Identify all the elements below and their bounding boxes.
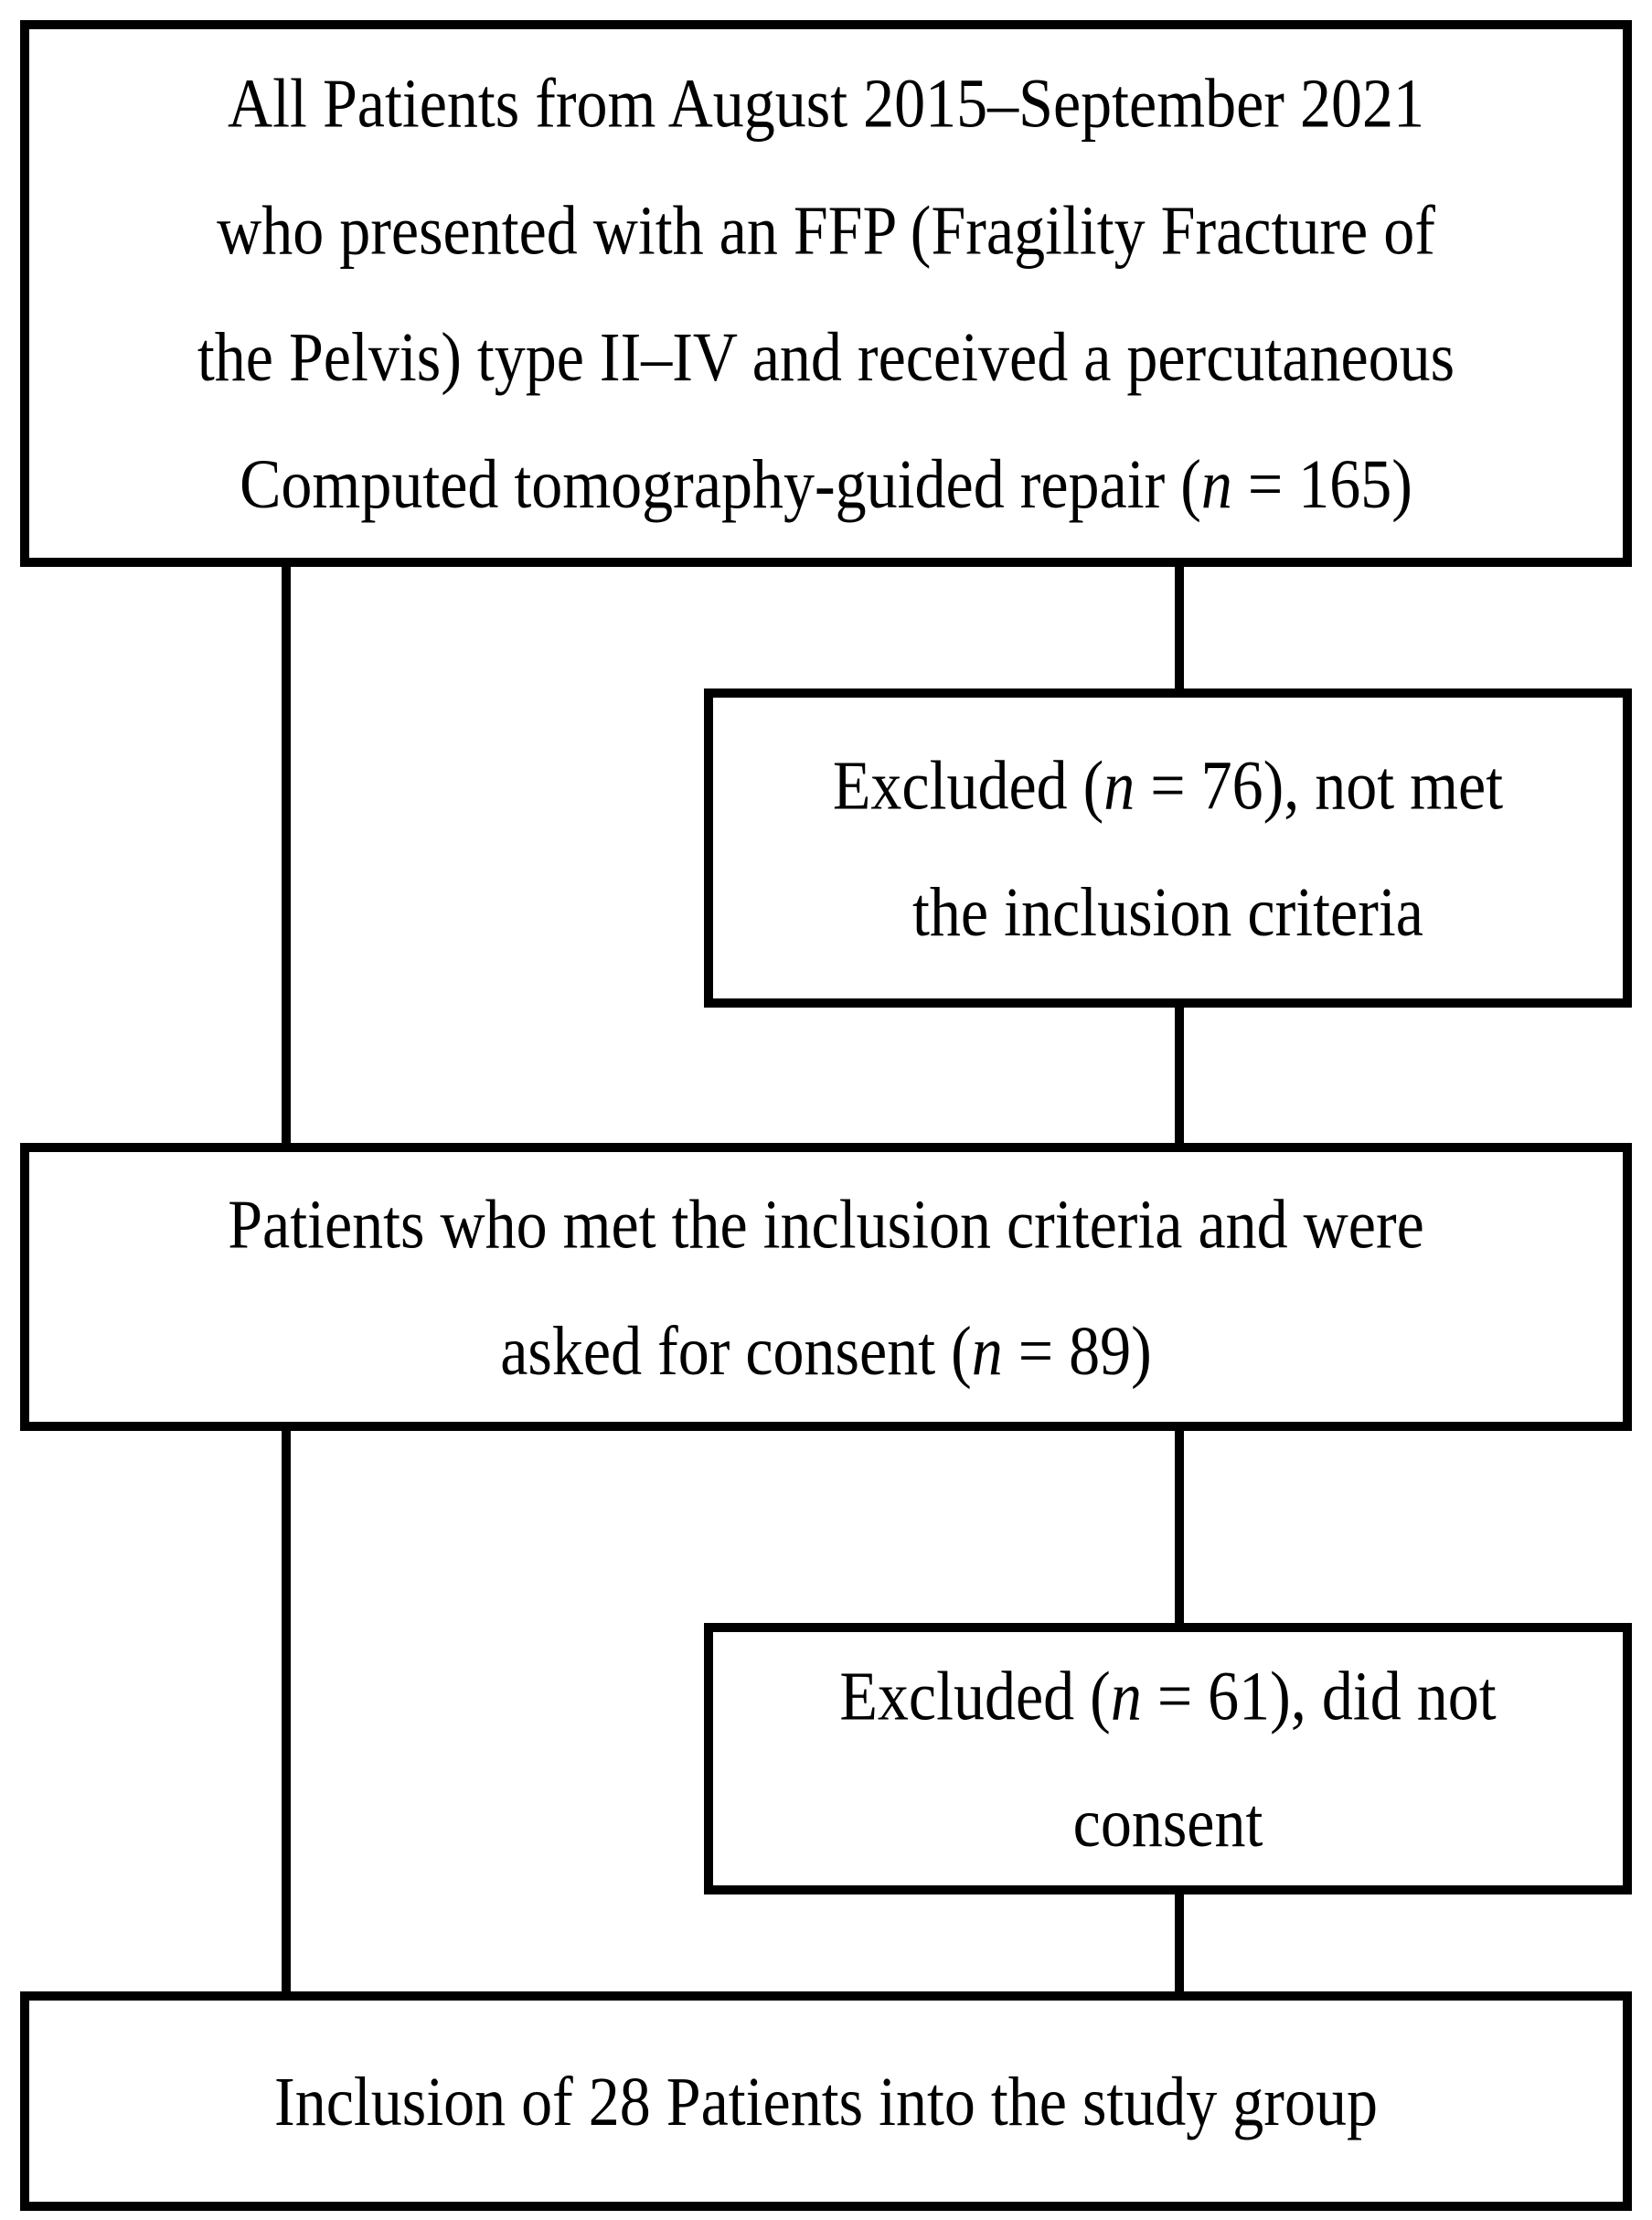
connector-consent-to-excluded-2 <box>1175 1431 1184 1623</box>
box-study-group-inclusion-text: Inclusion of 28 Patients into the study … <box>29 2038 1623 2165</box>
text-line: Inclusion of 28 Patients into the study … <box>274 2062 1378 2140</box>
text-line: the inclusion criteria <box>912 872 1423 951</box>
text-line: All Patients from August 2015–September … <box>228 64 1424 143</box>
box-enrollment-text: All Patients from August 2015–September … <box>29 39 1623 548</box>
text-line: asked for consent (n = 89) <box>500 1311 1152 1390</box>
text-line: consent <box>1072 1783 1263 1862</box>
text-line: Excluded (n = 76), not met <box>832 745 1504 824</box>
box-study-group-inclusion: Inclusion of 28 Patients into the study … <box>20 1991 1632 2211</box>
box-excluded-no-consent: Excluded (n = 61), did not consent <box>704 1623 1632 1894</box>
box-enrollment: All Patients from August 2015–September … <box>20 20 1632 567</box>
text-line: Patients who met the inclusion criteria … <box>228 1184 1424 1263</box>
box-consent-asked-text: Patients who met the inclusion criteria … <box>29 1160 1623 1414</box>
connector-excluded-2-to-study-group <box>1175 1894 1184 1991</box>
text-line: Computed tomography-guided repair (n = 1… <box>240 444 1412 523</box>
connector-enrollment-to-consent-left <box>282 567 291 1143</box>
box-consent-asked: Patients who met the inclusion criteria … <box>20 1143 1632 1431</box>
connector-excluded-1-to-consent <box>1175 1008 1184 1143</box>
connector-enrollment-to-excluded-1 <box>1175 567 1184 688</box>
text-line: who presented with an FFP (Fragility Fra… <box>217 190 1435 270</box>
text-line: Excluded (n = 61), did not <box>839 1656 1497 1734</box>
text-line: the Pelvis) type II–IV and received a pe… <box>197 317 1455 396</box>
box-excluded-no-consent-text: Excluded (n = 61), did not consent <box>713 1632 1623 1886</box>
box-excluded-not-met-criteria-text: Excluded (n = 76), not met the inclusion … <box>713 721 1623 976</box>
box-excluded-not-met-criteria: Excluded (n = 76), not met the inclusion … <box>704 688 1632 1008</box>
connector-consent-to-study-group-left <box>282 1431 291 1991</box>
